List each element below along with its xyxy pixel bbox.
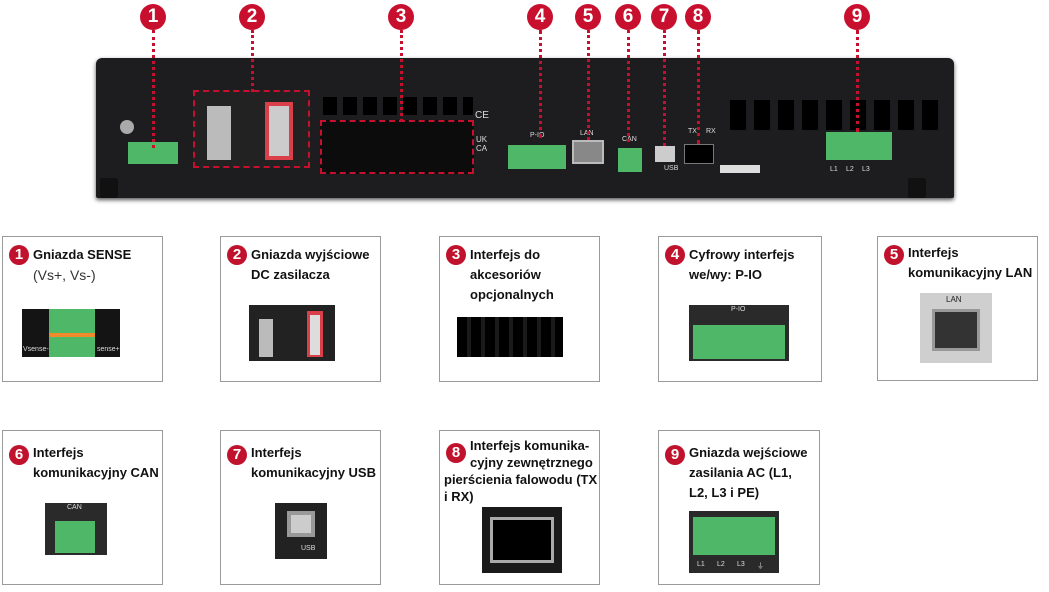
img-label: L2 — [717, 561, 725, 568]
leader-line — [663, 30, 666, 146]
serial-label — [720, 165, 760, 173]
card-accessory: 3 Interfejs do akcesoriów opcjonalnych — [439, 236, 600, 382]
callout-1: 1 — [140, 4, 166, 30]
img-label: LAN — [946, 295, 962, 304]
img-label: sense+ — [97, 346, 120, 353]
sense-connector-image: Vsense- sense+ — [22, 309, 120, 357]
accessory-slot — [320, 120, 474, 174]
lan-image: LAN — [920, 293, 992, 363]
card-subtitle: (Vs+, Vs-) — [33, 267, 96, 283]
callout-8: 8 — [685, 4, 711, 30]
callout-9: 9 — [844, 4, 870, 30]
tx-label: TX — [688, 128, 697, 135]
card-title: Gniazda wyjściowe DC zasilacza — [251, 247, 370, 282]
card-title: Interfejs komunikacyjny USB — [251, 445, 376, 480]
ac-input-terminal — [826, 132, 892, 160]
img-label: L3 — [737, 561, 745, 568]
badge: 7 — [227, 445, 247, 465]
img-label: USB — [301, 545, 316, 552]
usb-image: USB — [275, 503, 327, 559]
img-label: Vsense- — [23, 346, 49, 353]
img-label: L1 — [697, 561, 705, 568]
leader-line — [697, 30, 700, 144]
card-usb: 7 Interfejs komunikacyjny USB USB — [220, 430, 381, 585]
leader-line — [152, 30, 155, 148]
callout-6: 6 — [615, 4, 641, 30]
badge: 3 — [446, 245, 466, 265]
leader-line — [251, 30, 254, 92]
card-title: Interfejs komunika-cyjny zewnętrznego pi… — [444, 438, 598, 504]
leader-line — [856, 30, 859, 132]
sfp-image — [482, 507, 562, 573]
badge: 2 — [227, 245, 247, 265]
card-title: Gniazda wejściowe zasilania AC (L1, L2, … — [689, 445, 808, 500]
callout-5: 5 — [575, 4, 601, 30]
l3-label: L3 — [862, 166, 870, 173]
device-foot — [100, 178, 118, 198]
l1-label: L1 — [830, 166, 838, 173]
card-sfp: 8 Interfejs komunika-cyjny zewnętrznego … — [439, 430, 600, 585]
badge: 5 — [884, 245, 904, 265]
card-title: Cyfrowy interfejs we/wy: P-IO — [689, 247, 795, 282]
card-lan: 5 Interfejs komunikacyjny LAN LAN — [877, 236, 1038, 381]
callout-7: 7 — [651, 4, 677, 30]
ground-icon: ⏚ — [757, 563, 764, 570]
vents — [323, 97, 473, 115]
img-label: P-IO — [731, 306, 746, 313]
l2-label: L2 — [846, 166, 854, 173]
card-dc-output: 2 Gniazda wyjściowe DC zasilacza — [220, 236, 381, 382]
dc-output-image — [249, 305, 335, 361]
card-title: Interfejs komunikacyjny LAN — [908, 245, 1033, 280]
badge-spacer — [444, 437, 470, 471]
pio-label: P-IO — [530, 132, 545, 139]
ukca-mark: UK CA — [476, 135, 488, 153]
ce-mark: CE — [475, 110, 489, 121]
card-title: Gniazda SENSE — [33, 247, 132, 262]
ac-input-image: L1 L2 L3 ⏚ — [689, 511, 779, 573]
card-title: Interfejs do akcesoriów opcjonalnych — [470, 247, 554, 302]
leader-line — [587, 30, 590, 140]
callout-4: 4 — [527, 4, 553, 30]
pio-image: P-IO — [689, 305, 789, 361]
sfp-port — [684, 144, 714, 164]
card-sense: 1 Gniazda SENSE (Vs+, Vs-) Vsense- sense+ — [2, 236, 163, 382]
rx-label: RX — [706, 128, 716, 135]
can-terminal — [618, 148, 642, 172]
callout-2: 2 — [239, 4, 265, 30]
badge: 6 — [9, 445, 29, 465]
dc-output-area — [193, 90, 310, 168]
img-label: CAN — [67, 504, 82, 511]
sense-terminal — [128, 142, 178, 164]
leader-line — [539, 30, 542, 138]
badge: 8 — [446, 443, 466, 463]
device-foot — [908, 178, 926, 198]
badge: 4 — [665, 245, 685, 265]
card-can: 6 Interfejs komunikacyjny CAN CAN — [2, 430, 163, 585]
badge: 9 — [665, 445, 685, 465]
vents-right — [730, 100, 940, 130]
card-title: Interfejs komunikacyjny CAN — [33, 445, 159, 480]
usb-label: USB — [664, 165, 679, 172]
lan-port — [572, 140, 604, 164]
can-image: CAN — [45, 503, 107, 555]
badge: 1 — [9, 245, 29, 265]
leader-line — [400, 30, 403, 122]
card-pio: 4 Cyfrowy interfejs we/wy: P-IO P-IO — [658, 236, 822, 382]
pio-terminal — [508, 145, 566, 169]
usb-port — [655, 146, 675, 162]
ground-screw-icon — [120, 120, 134, 134]
lan-label: LAN — [580, 130, 594, 137]
leader-line — [627, 30, 630, 142]
callout-3: 3 — [388, 4, 414, 30]
accessory-image — [457, 317, 563, 357]
card-ac-input: 9 Gniazda wejściowe zasilania AC (L1, L2… — [658, 430, 820, 585]
